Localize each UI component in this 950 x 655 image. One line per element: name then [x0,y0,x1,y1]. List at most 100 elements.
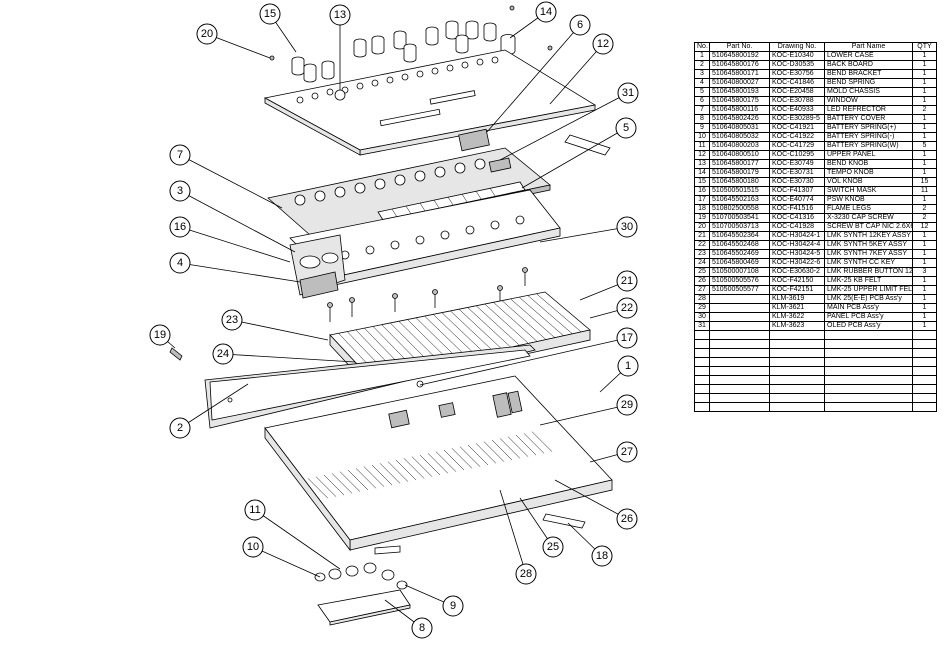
callout-circle [617,82,639,104]
cell-no: 2 [694,60,710,70]
cell-part-name: PSW KNOB [824,195,913,205]
cell-part-name: LMK 25(E-E) PCB Ass'y [824,294,913,304]
cell-qty: 2 [912,105,937,115]
callout-number: 10 [247,541,259,553]
cell-no: 13 [694,159,710,169]
callout-circle [615,117,637,139]
table-row-blank [694,357,937,367]
callout-number: 8 [419,622,425,634]
cell-qty: 1 [912,285,937,295]
cell-qty: 1 [912,240,937,250]
callout-circle [169,144,191,166]
callout-number: 23 [226,314,238,326]
callout-circle [329,4,351,26]
callout-circle [616,216,638,238]
cell-qty: 3 [912,267,937,277]
callout-number: 11 [249,504,260,516]
cell-qty: 1 [912,60,937,70]
cell-qty: 1 [912,276,937,286]
cell-drawing-no: KOC-C41316 [769,213,825,223]
callout-10: 10 [242,536,264,558]
leader-line-28 [499,489,527,575]
callout-12: 12 [592,33,614,55]
cell-part-name: OLED PCB Ass'y [824,321,913,331]
cell-drawing-no: KOC-F41516 [769,204,825,214]
cell-part-name: VOL KNOB [824,177,913,187]
table-row-blank [694,393,937,403]
cell-qty: 12 [912,222,937,232]
callout-circle [169,216,191,238]
cell-qty: 1 [912,195,937,205]
cell-no: 4 [694,78,710,88]
cell-no: 7 [694,105,710,115]
callout-19: 19 [149,324,171,346]
cell-no: 18 [694,204,710,214]
leader-line-4 [179,262,301,283]
cell-qty: 1 [912,69,937,79]
table-row-blank [694,375,937,385]
cell-part-no: 510500501515 [709,186,770,196]
lower-case [264,375,613,552]
callout-25: 25 [542,536,564,558]
callout-11: 11 [244,499,266,521]
cell-part-no: 510700503541 [709,213,770,223]
leader-line-7 [179,154,283,209]
cell-no: 10 [694,132,710,142]
table-row-blank [694,330,937,340]
cell-part-name: SWITCH MASK [824,186,913,196]
callout-circle [592,33,614,55]
callout-number: 2 [177,422,183,434]
callout-number: 12 [597,38,609,50]
cell-part-name: BATTERY COVER [824,114,913,124]
callout-circle [616,508,638,530]
callout-number: 15 [264,8,276,20]
callout-number: 4 [177,257,183,269]
callout-number: 1 [625,360,631,372]
cell-qty: 2 [912,213,937,223]
cell-drawing-no: KOC-E30731 [769,168,825,178]
callout-number: 16 [174,221,186,233]
cell-no: 5 [694,87,710,97]
callout-number: 21 [621,275,633,287]
cell-part-name: WINDOW [824,96,913,106]
callout-number: 29 [621,399,633,411]
cell-qty: 1 [912,231,937,241]
cell-no: 17 [694,195,710,205]
callout-22: 22 [616,297,638,319]
leader-line-30 [539,226,628,243]
callout-1: 1 [617,355,639,377]
cell-qty: 1 [912,159,937,169]
cell-no: 3 [694,69,710,79]
callout-29: 29 [616,394,638,416]
cell-part-name: LMK-25 UPPER LIMIT FELT [824,285,913,295]
leader-line-2 [179,383,249,429]
cell-drawing-no: KOC-E40933 [769,105,825,115]
cell-qty: 1 [912,114,937,124]
cell-no: 28 [694,294,710,304]
cell-drawing-no: KOC-E10340 [769,51,825,61]
cell-qty: 1 [912,123,937,133]
cell-part-no: 510640805032 [709,132,770,142]
callout-circle [542,536,564,558]
cell-no: 19 [694,213,710,223]
leader-line-10 [252,546,321,578]
cell-part-no: 510802500558 [709,204,770,214]
header-drawing-no: Drawing No. [769,42,825,52]
cell-drawing-no: KOC-E30289-5 [769,114,825,124]
cell-part-no: 510645800193 [709,87,770,97]
leader-line-16 [179,226,291,263]
header-no: No. [694,42,710,52]
callout-30: 30 [616,216,638,238]
callout-circle [616,327,638,349]
callout-17: 17 [616,327,638,349]
